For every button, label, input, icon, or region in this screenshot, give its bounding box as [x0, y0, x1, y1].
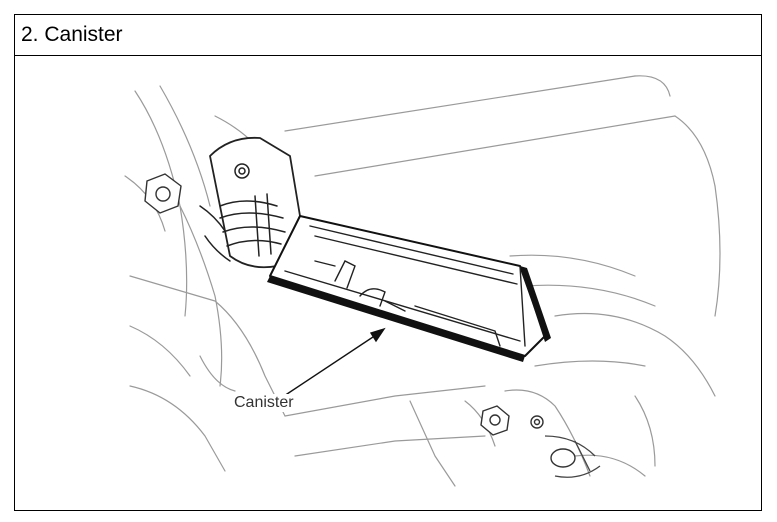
- figure-frame: 2. Canister: [14, 14, 762, 511]
- section-title: 2. Canister: [21, 23, 123, 46]
- callout-label-canister: Canister: [233, 394, 295, 412]
- canister-line-drawing: [124, 75, 721, 487]
- diagram-area: Canister: [15, 56, 761, 511]
- section-header: 2. Canister: [15, 15, 761, 56]
